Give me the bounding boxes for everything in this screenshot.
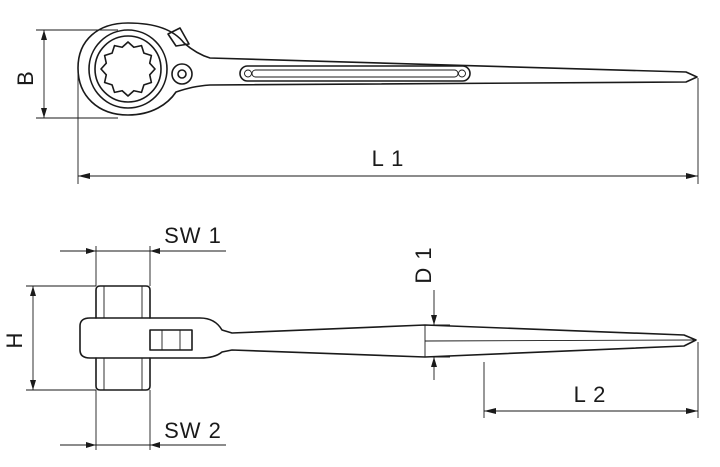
slot-rivet-right (458, 69, 466, 78)
ratchet-ring-inner (94, 35, 162, 103)
dimension-d1 (428, 290, 450, 380)
handle-slot-inner (251, 69, 459, 78)
dimension-sw1 (60, 246, 226, 286)
wrench-top-outline (77, 22, 698, 116)
pawl-block (149, 329, 193, 351)
ratchet-ring-outer (88, 29, 168, 109)
dimension-h (26, 285, 96, 391)
lower-socket-boss (95, 357, 151, 391)
dimension-label-sw1: SW 1 (164, 223, 222, 248)
pivot-pin-inner (177, 69, 187, 79)
dimension-b (36, 29, 118, 119)
handle-slot-outer (239, 65, 471, 82)
upper-socket-boss (95, 285, 151, 319)
dimension-label-l2: L 2 (574, 382, 607, 407)
dimension-label-l1: L 1 (372, 146, 405, 171)
slot-rivet-left (244, 69, 252, 78)
wrench-top-view (77, 22, 698, 116)
twelve-point-socket (100, 41, 156, 97)
dimension-sw2 (60, 390, 226, 450)
dimension-label-sw2: SW 2 (164, 418, 222, 443)
dimension-l1 (77, 68, 699, 184)
dimension-l2 (483, 342, 699, 418)
dimension-label-b: B (13, 70, 38, 86)
dimension-label-h: H (2, 332, 27, 349)
pivot-pin-outer (171, 63, 193, 85)
side-head-and-handle (79, 317, 697, 359)
dimension-label-d1: D 1 (411, 246, 436, 283)
wrench-side-view (79, 285, 697, 391)
pawl-lever (167, 27, 190, 47)
